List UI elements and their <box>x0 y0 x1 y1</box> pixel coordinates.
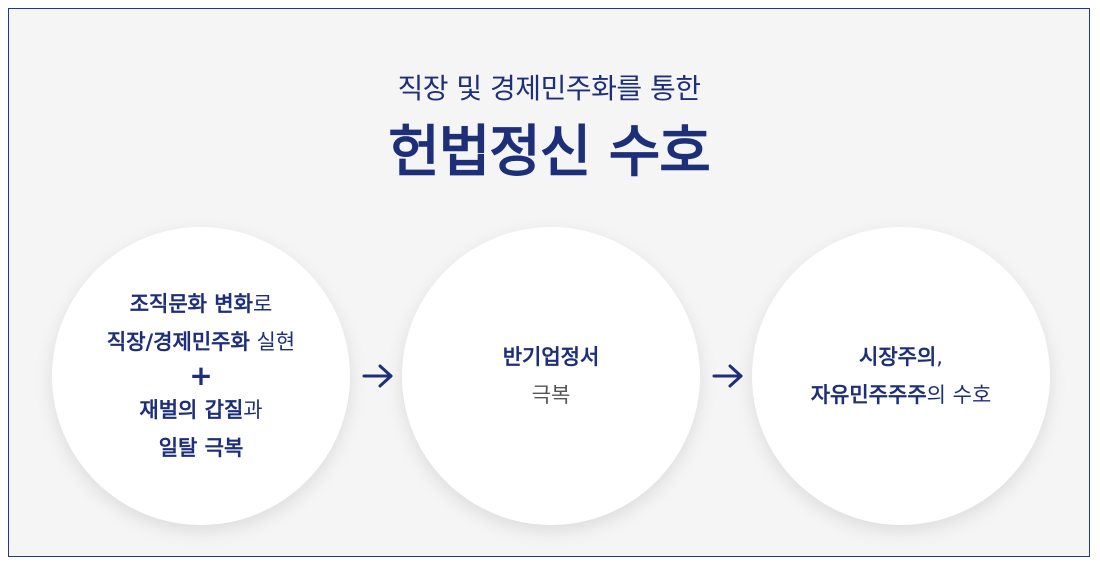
plus-sign: + <box>189 359 213 392</box>
circle-3-line-1-bold: 시장주의 <box>859 345 937 369</box>
circle-3-line-2: 자유민주주주의 수호 <box>811 376 992 414</box>
circle-1-line-2: 직장/경제민주화 실현 <box>107 323 295 361</box>
circle-1-line-5: 일탈 극복 <box>159 429 244 467</box>
arrow-right-icon <box>362 364 393 388</box>
circle-2-line-2: 극복 <box>531 383 571 407</box>
subtitle: 직장 및 경제민주화를 통한 <box>397 72 701 105</box>
circle-1-line-4: 재벌의 갑질과 <box>139 391 262 429</box>
arrow-right-icon <box>712 364 743 388</box>
circle-3-line-1: 시장주의, <box>859 338 943 376</box>
infographic-frame: 직장 및 경제민주화를 통한 헌법정신 수호 조직문화 변화로 직장/경제민주화… <box>8 8 1090 557</box>
circle-1-line-1-bold: 조직문화 변화 <box>129 292 253 316</box>
circle-anti-corporate-sentiment: 반기업정서 극복 <box>402 227 700 525</box>
page-title: 헌법정신 수호 <box>388 120 711 185</box>
circle-1-line-5-bold: 일탈 극복 <box>158 436 244 460</box>
circle-1-line-4-normal: 과 <box>243 398 263 422</box>
circle-3-line-2-normal: 의 수호 <box>926 383 992 407</box>
circle-2-line-1: 반기업정서 <box>502 345 600 369</box>
circle-1-line-2-normal: 실현 <box>249 330 296 354</box>
circle-market-democracy: 시장주의, 자유민주주주의 수호 <box>752 227 1050 525</box>
circle-3-line-1-normal: , <box>936 345 943 369</box>
circle-1-line-4-bold: 재벌의 갑질 <box>139 398 244 422</box>
circle-1-line-2-bold: 직장/경제민주화 <box>106 330 250 354</box>
circle-1-line-1: 조직문화 변화로 <box>130 285 273 323</box>
circle-culture-change: 조직문화 변화로 직장/경제민주화 실현 + 재벌의 갑질과 일탈 극복 <box>52 227 350 525</box>
circle-3-line-2-bold: 자유민주주주 <box>810 383 927 407</box>
circle-1-line-1-normal: 로 <box>252 292 273 316</box>
